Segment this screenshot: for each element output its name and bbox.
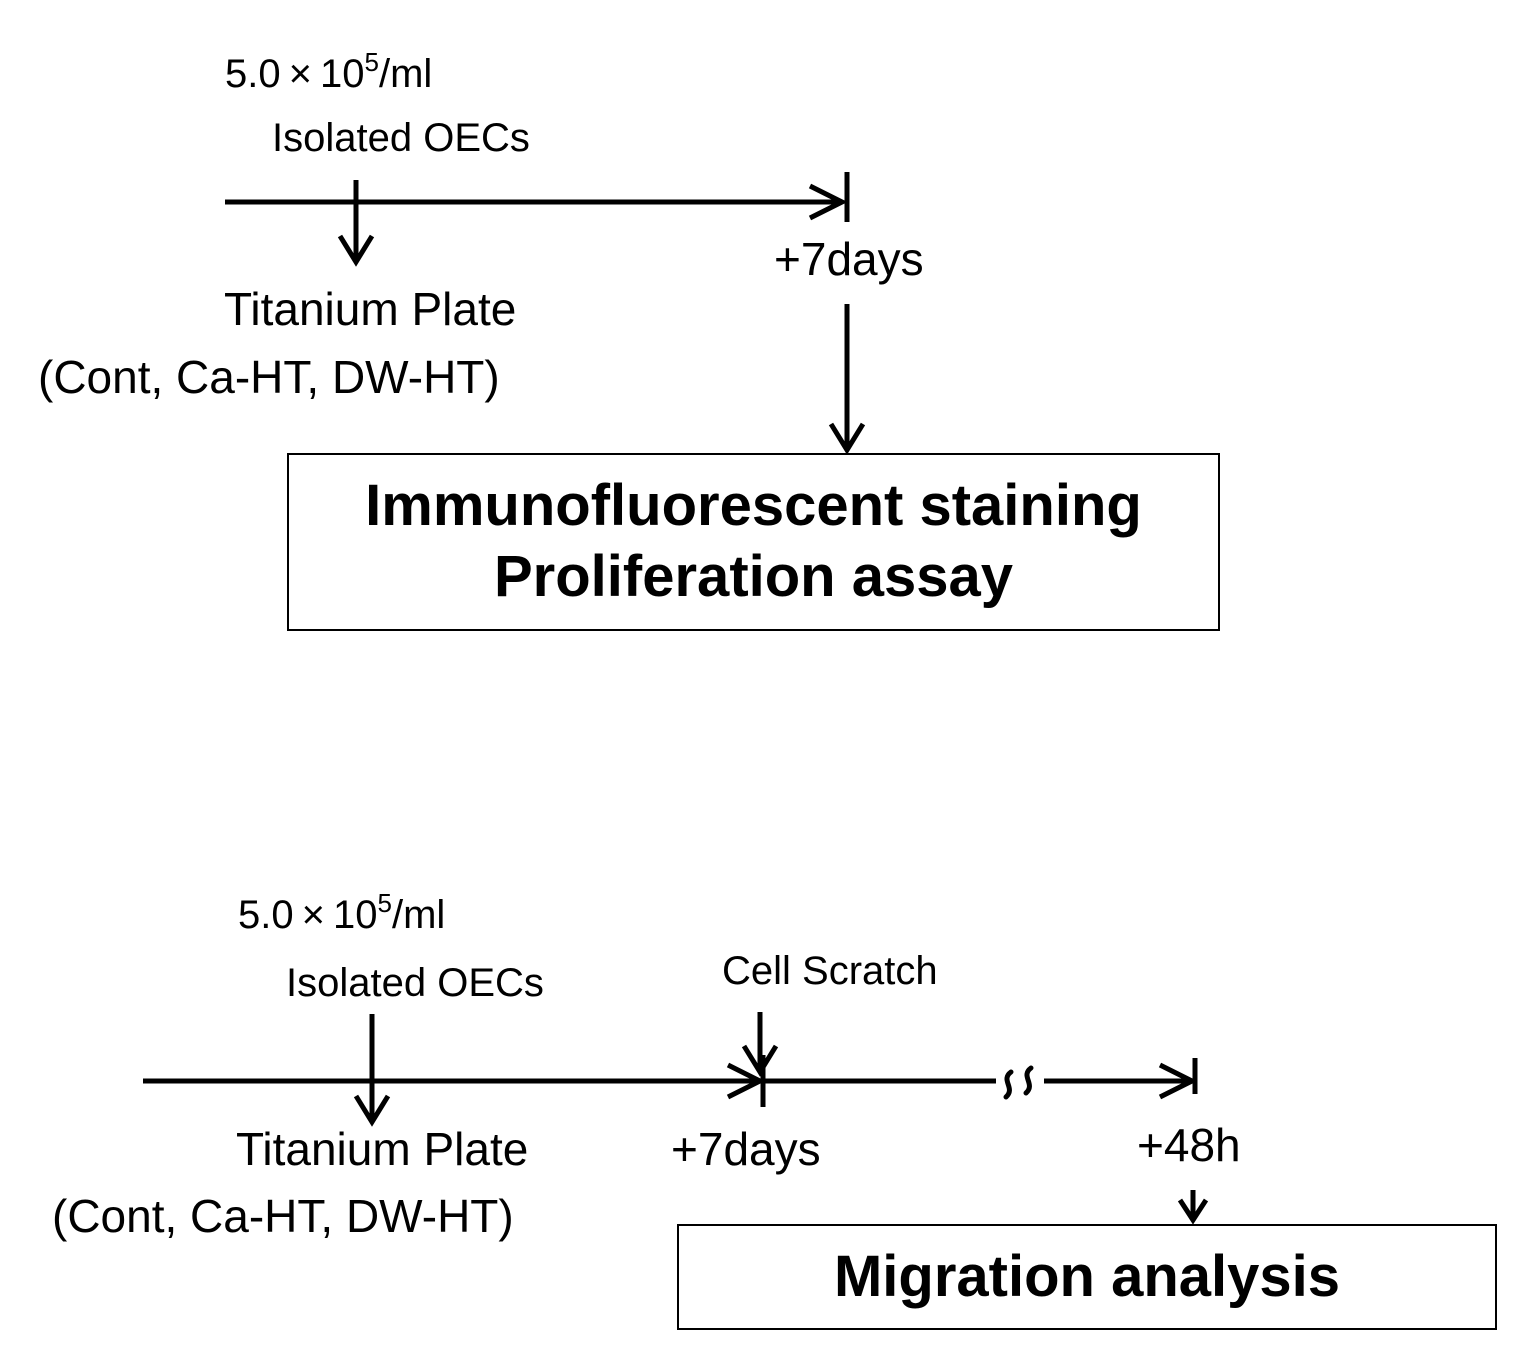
top-timeline-arrowhead bbox=[808, 183, 848, 221]
top-result-arrowhead bbox=[828, 422, 866, 455]
bottom-concentration-unit: /ml bbox=[391, 893, 446, 937]
scratch-label: Cell Scratch bbox=[722, 949, 938, 993]
bottom-timeline-arrowhead-2 bbox=[1158, 1062, 1198, 1100]
bottom-seeding-arrowhead bbox=[353, 1094, 391, 1127]
bottom-concentration-label: 5.0 × 105/ml bbox=[238, 890, 446, 937]
top-seeding-arrowhead bbox=[337, 234, 375, 267]
top-result-line-2: Proliferation assay bbox=[494, 544, 1013, 609]
bottom-timeline-arrowhead-1 bbox=[726, 1062, 766, 1100]
top-concentration-label: 5.0 × 105/ml bbox=[225, 49, 433, 96]
top-plate-groups: (Cont, Ca-HT, DW-HT) bbox=[38, 351, 500, 403]
bottom-time-label-48h: +48h bbox=[1137, 1119, 1241, 1171]
top-plate-label: Titanium Plate bbox=[224, 283, 517, 335]
bottom-cells-label: Isolated OECs bbox=[286, 961, 544, 1005]
top-result-line-1: Immunofluorescent staining bbox=[365, 473, 1142, 539]
bottom-plate-groups: (Cont, Ca-HT, DW-HT) bbox=[52, 1190, 514, 1242]
top-concentration-exponent: 5 bbox=[364, 47, 379, 77]
timeline-break-mark-2 bbox=[1023, 1065, 1034, 1096]
top-result-box: Immunofluorescent staining Proliferation… bbox=[287, 453, 1220, 631]
bottom-result-line-1: Migration analysis bbox=[833, 1243, 1341, 1309]
bottom-concentration-base: 5.0 × 10 bbox=[238, 893, 378, 937]
top-concentration-base: 5.0 × 10 bbox=[225, 52, 365, 96]
timeline-break-mark-1 bbox=[1003, 1069, 1014, 1100]
scratch-arrowhead bbox=[741, 1044, 779, 1077]
migration-arrowhead bbox=[1177, 1198, 1209, 1225]
top-cells-label: Isolated OECs bbox=[272, 116, 530, 160]
bottom-plate-label: Titanium Plate bbox=[236, 1123, 529, 1175]
bottom-result-box: Migration analysis bbox=[677, 1224, 1497, 1330]
top-concentration-unit: /ml bbox=[378, 52, 433, 96]
bottom-concentration-exponent: 5 bbox=[377, 888, 392, 918]
bottom-time-label-7days: +7days bbox=[671, 1123, 821, 1175]
top-time-label: +7days bbox=[774, 233, 924, 285]
